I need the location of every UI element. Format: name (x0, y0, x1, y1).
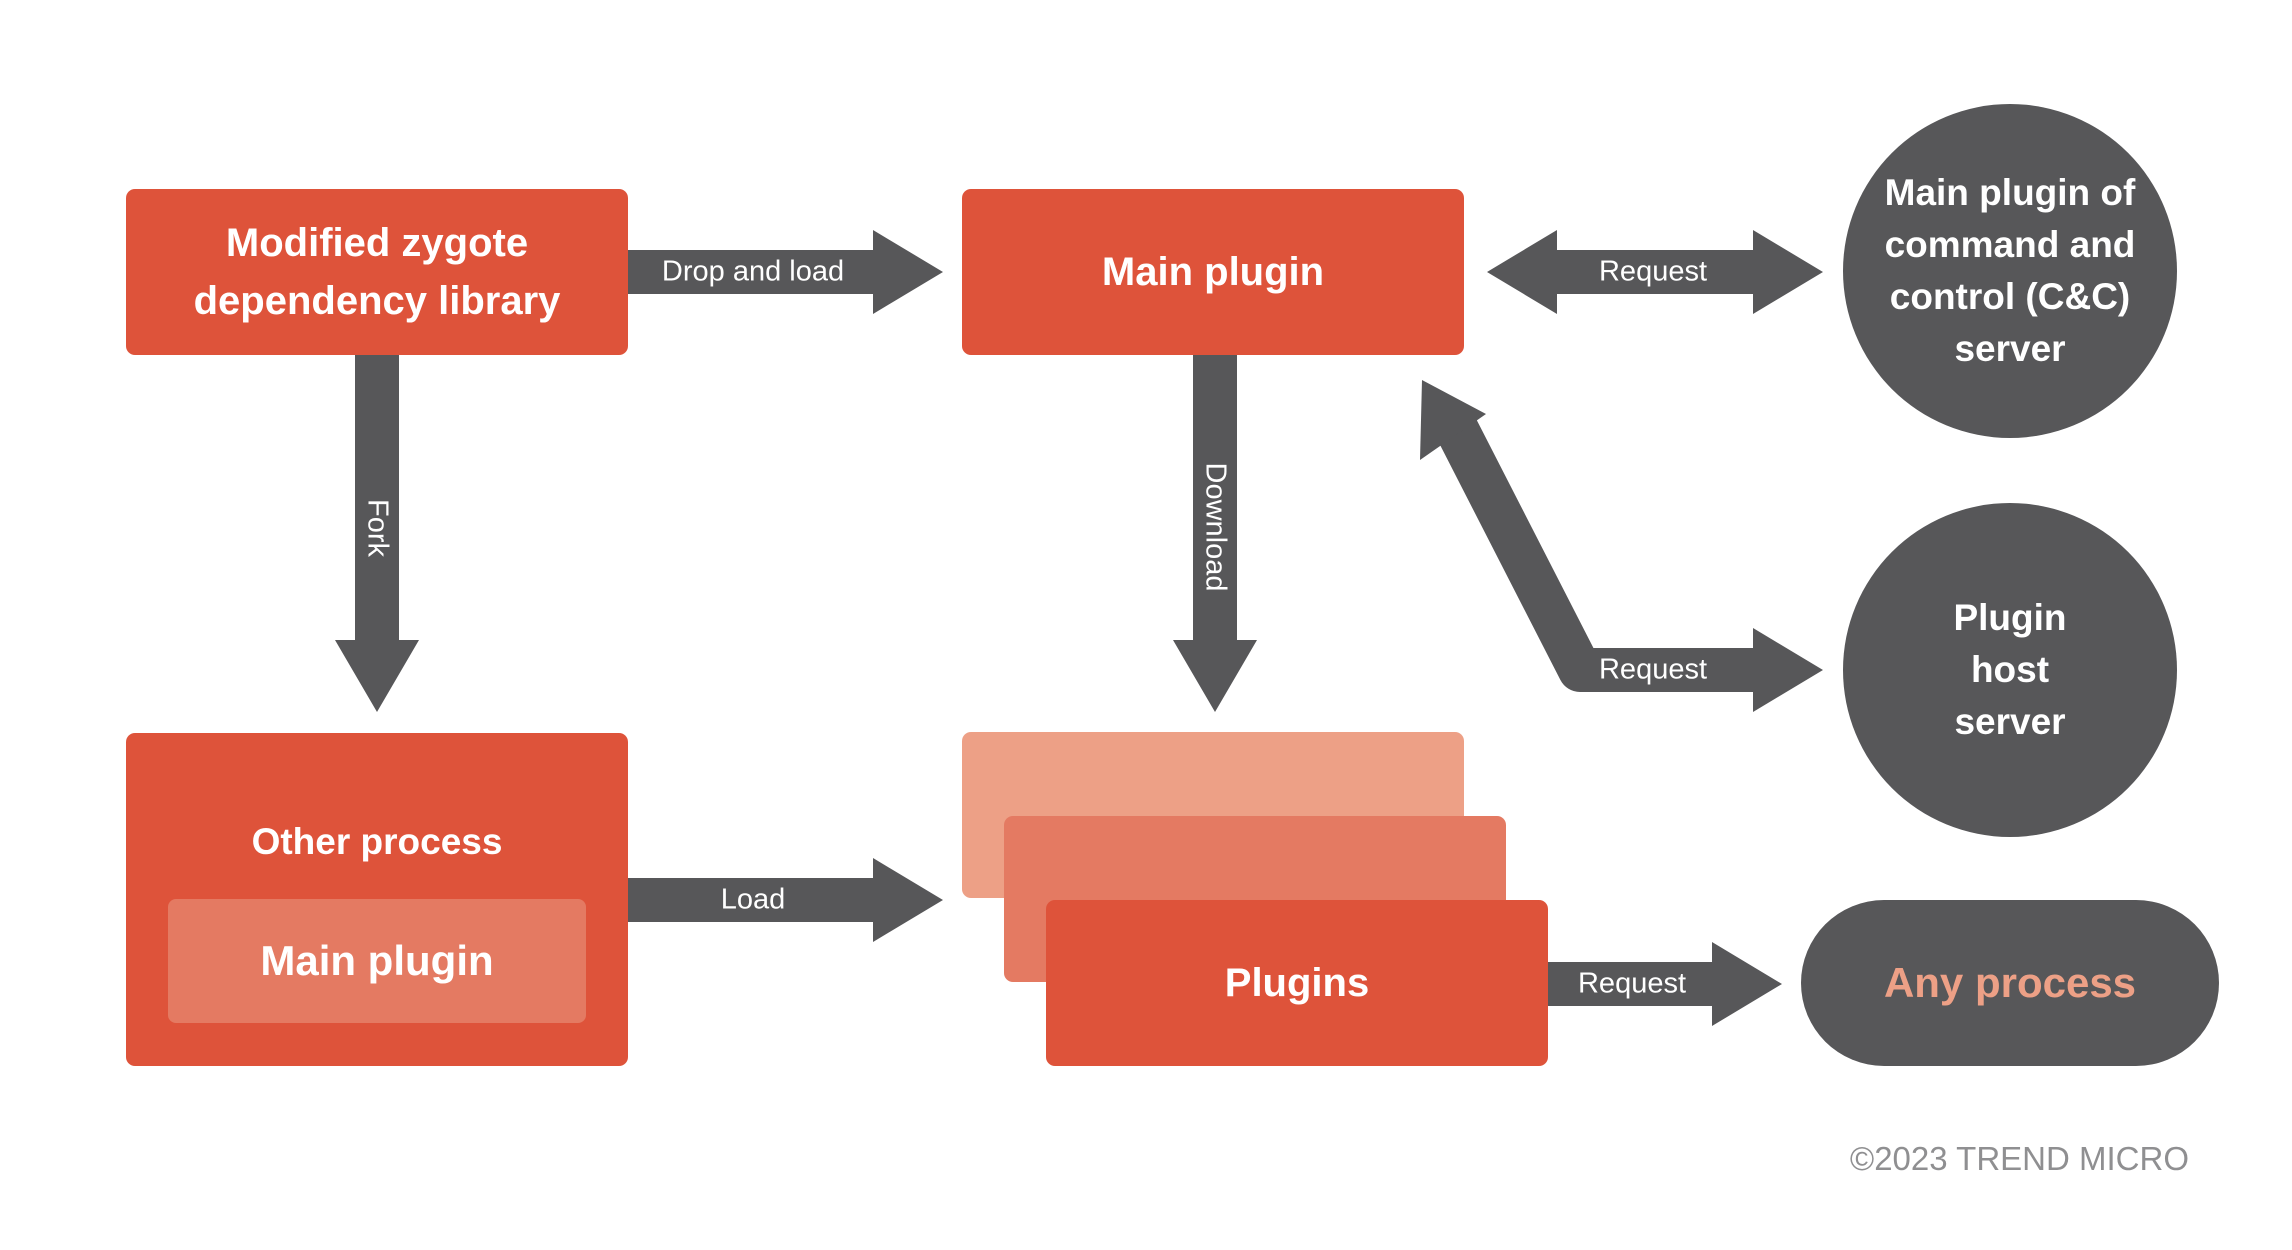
label-drop-and-load: Drop and load (661, 255, 845, 288)
label-request-host: Request (1598, 653, 1708, 686)
node-main-plugin: Main plugin (962, 189, 1464, 355)
arrow-request-host-tip-right (1753, 628, 1823, 712)
node-other-process: Other process Main plugin (126, 733, 628, 1066)
arrow-fork (335, 355, 419, 712)
arrow-request-host-shaft (1432, 409, 1763, 692)
node-main-plugin-label: Main plugin (1101, 249, 1325, 294)
label-request-any: Request (1577, 967, 1687, 1000)
arrow-request-cnc (1487, 230, 1823, 314)
copyright-text: ©2023 TREND MICRO (1849, 1140, 2189, 1177)
label-fork: Fork (361, 499, 394, 557)
arrow-request-host-tip-up (1420, 380, 1486, 460)
arrow-download (1173, 355, 1257, 712)
node-any-process-label: Any process (1883, 959, 2137, 1006)
node-other-process-label: Other process (251, 821, 503, 862)
label-download: Download (1199, 462, 1232, 592)
node-plugins: Plugins (1046, 900, 1548, 1066)
arrow-drop-and-load (627, 230, 943, 314)
node-main-plugin-inner: Main plugin (168, 899, 586, 1023)
node-plugins-label: Plugins (1224, 960, 1370, 1005)
arrow-load (627, 858, 943, 942)
node-cnc-server-label: Main plugin of command and control (C&C)… (1884, 172, 2136, 369)
node-zygote-library-label: Modified zygote dependency library (193, 221, 561, 323)
node-main-plugin-inner-label: Main plugin (260, 937, 494, 984)
label-request-cnc: Request (1598, 255, 1708, 288)
node-zygote-library: Modified zygote dependency library (126, 189, 628, 355)
node-plugin-host-server: Plugin host server (1843, 503, 2177, 837)
label-load: Load (720, 883, 786, 916)
node-any-process: Any process (1801, 900, 2219, 1066)
arrow-request-any (1547, 942, 1782, 1026)
node-plugin-host-server-label: Plugin host server (1953, 597, 2067, 742)
node-cnc-server: Main plugin of command and control (C&C)… (1843, 104, 2177, 438)
